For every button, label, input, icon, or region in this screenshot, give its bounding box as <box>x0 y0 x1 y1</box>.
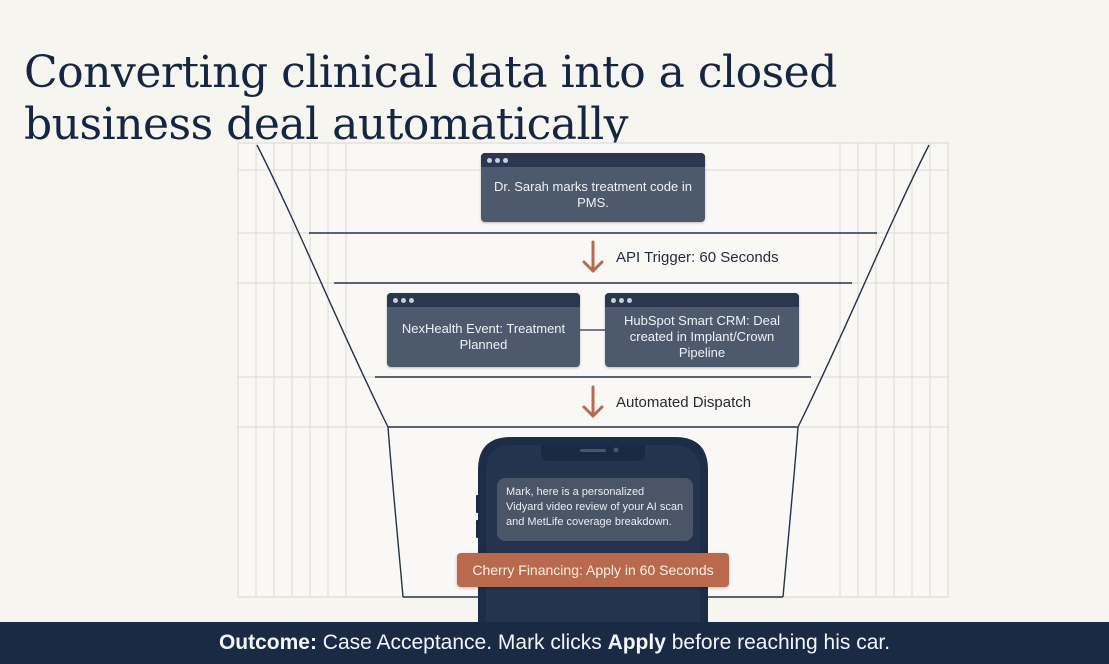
outcome-lead: Outcome: <box>218 631 317 654</box>
outcome-footer: Outcome: Case Acceptance. Mark clicks Ap… <box>0 622 1109 664</box>
arrow-down-icon <box>582 385 604 418</box>
window-dots-icon <box>605 293 799 307</box>
nexhealth-window: NexHealth Event: Treatment Planned <box>387 293 580 367</box>
sms-message-bubble: Mark, here is a personalized Vidyard vid… <box>497 478 693 541</box>
outcome-text-2: before reaching his car. <box>665 631 891 654</box>
page-title: Converting clinical data into a closed b… <box>24 47 924 151</box>
outcome-text-1: Case Acceptance. Mark clicks <box>316 631 608 654</box>
title-line-2: business deal automatically <box>24 99 629 151</box>
window-dots-icon <box>387 293 580 307</box>
nexhealth-step-text: NexHealth Event: Treatment Planned <box>401 321 566 352</box>
dispatch-label: Automated Dispatch <box>616 394 752 411</box>
hubspot-window: HubSpot Smart CRM: Deal created in Impla… <box>605 293 799 367</box>
window-dots-icon <box>481 153 705 167</box>
api-trigger-label: API Trigger: 60 Seconds <box>616 249 779 266</box>
hubspot-step-text: HubSpot Smart CRM: Deal created in Impla… <box>623 313 781 360</box>
arrow-down-icon <box>582 240 604 273</box>
funnel-outline <box>256 144 930 598</box>
pms-step-text: Dr. Sarah marks treatment code in PMS. <box>494 178 692 210</box>
pms-window: Dr. Sarah marks treatment code in PMS. <box>481 153 705 222</box>
cherry-financing-button[interactable]: Cherry Financing: Apply in 60 Seconds <box>457 553 729 587</box>
title-line-1: Converting clinical data into a closed <box>24 47 837 99</box>
outcome-apply: Apply <box>607 631 666 654</box>
